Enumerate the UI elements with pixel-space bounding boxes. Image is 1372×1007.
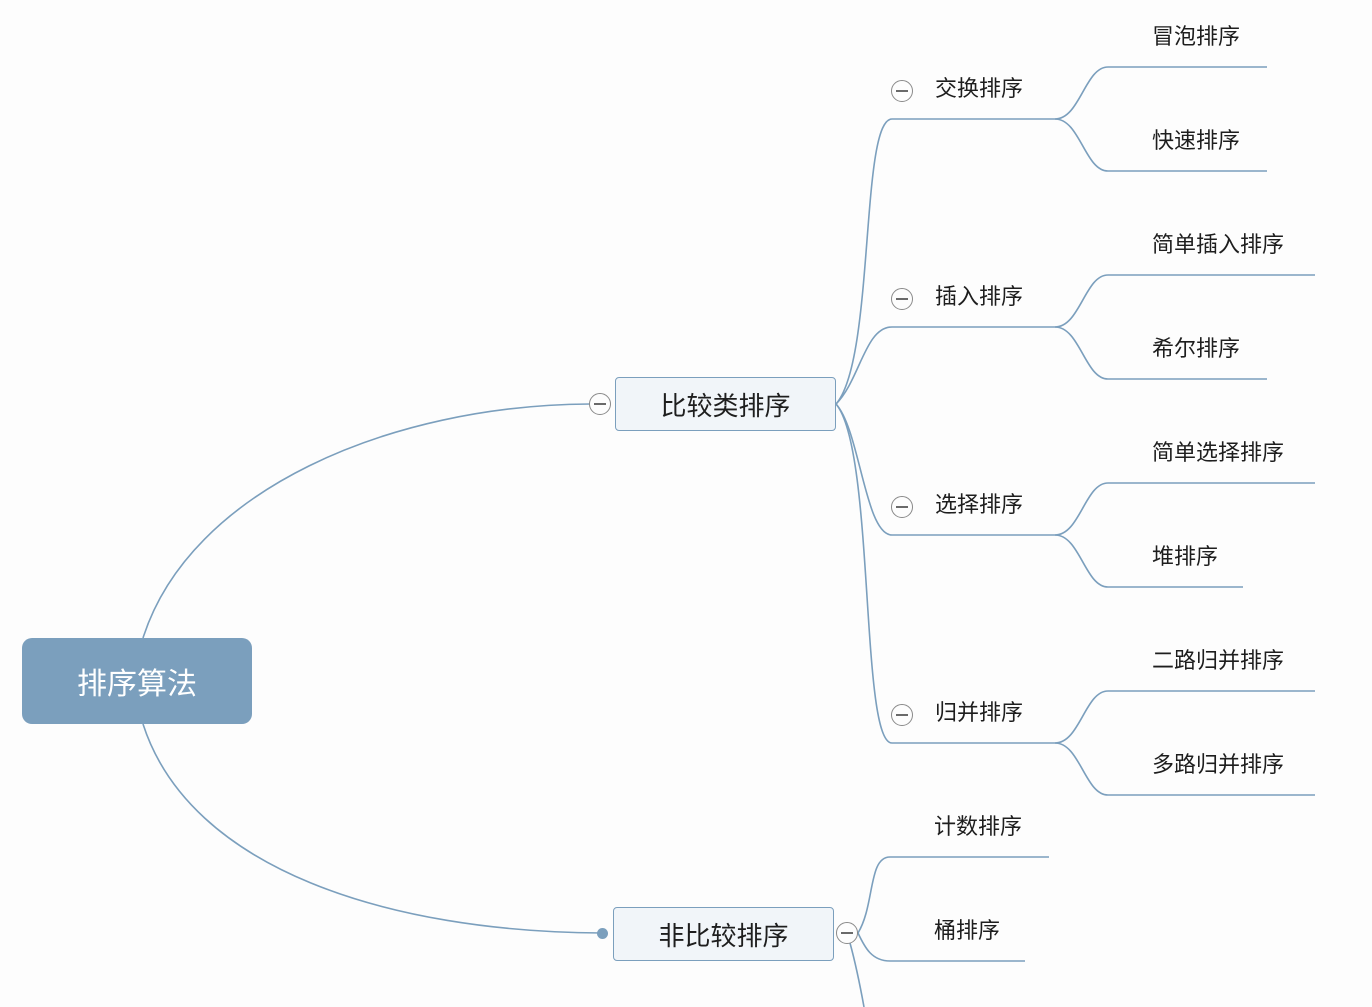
topic-compare-sort[interactable]: 比较类排序	[615, 377, 836, 431]
topic-simple-insertion-sort[interactable]: 简单插入排序	[1152, 233, 1285, 258]
topic-heap-sort[interactable]: 堆排序	[1152, 545, 1219, 570]
edge-merge-to-multi-way	[1054, 742, 1109, 796]
collapse-minus-icon[interactable]	[891, 288, 913, 310]
edge-merge-to-two-way	[1054, 690, 1109, 744]
edge-insert-to-shell	[1054, 326, 1109, 380]
edge-compare-to-select	[835, 403, 893, 536]
collapse-minus-icon[interactable]	[836, 922, 858, 944]
edge-insert-to-simple-insert	[1054, 274, 1109, 328]
topic-selection-sort[interactable]: 选择排序	[935, 493, 1024, 518]
edge-compare-to-merge	[835, 403, 893, 744]
edge-root-to-noncompare	[142, 723, 603, 934]
topic-counting-sort[interactable]: 计数排序	[934, 815, 1023, 840]
topic-bucket-sort[interactable]: 桶排序	[934, 919, 1001, 944]
edge-exchange-to-quick	[1054, 118, 1109, 172]
edge-select-to-simple-select	[1054, 482, 1109, 536]
collapse-minus-icon[interactable]	[891, 80, 913, 102]
edge-compare-to-insert	[835, 326, 893, 405]
collapse-minus-icon[interactable]	[589, 393, 611, 415]
collapse-minus-icon[interactable]	[891, 496, 913, 518]
edge-noncompare-to-bucket	[857, 932, 891, 962]
edge-noncompare-to-counting	[857, 856, 891, 934]
edge-exchange-to-bubble	[1054, 66, 1109, 120]
topic-multi-way-merge-sort[interactable]: 多路归并排序	[1152, 753, 1285, 778]
edge-compare-to-exchange	[835, 118, 893, 405]
topic-insertion-sort[interactable]: 插入排序	[935, 285, 1024, 310]
collapsed-dot-icon[interactable]	[597, 928, 608, 939]
edge-select-to-heap	[1054, 534, 1109, 588]
edge-root-to-compare	[142, 403, 591, 639]
topic-simple-selection-sort[interactable]: 简单选择排序	[1152, 441, 1285, 466]
topic-two-way-merge-sort[interactable]: 二路归并排序	[1152, 649, 1285, 674]
root-topic[interactable]: 排序算法	[22, 638, 252, 724]
topic-noncompare-sort[interactable]: 非比较排序	[613, 907, 834, 961]
topic-shell-sort[interactable]: 希尔排序	[1152, 337, 1241, 362]
edge-noncompare-to-offscreen	[849, 942, 865, 1007]
collapse-minus-icon[interactable]	[891, 704, 913, 726]
topic-exchange-sort[interactable]: 交换排序	[935, 77, 1024, 102]
topic-bubble-sort[interactable]: 冒泡排序	[1152, 25, 1241, 50]
topic-quick-sort[interactable]: 快速排序	[1152, 129, 1241, 154]
topic-merge-sort[interactable]: 归并排序	[935, 701, 1024, 726]
